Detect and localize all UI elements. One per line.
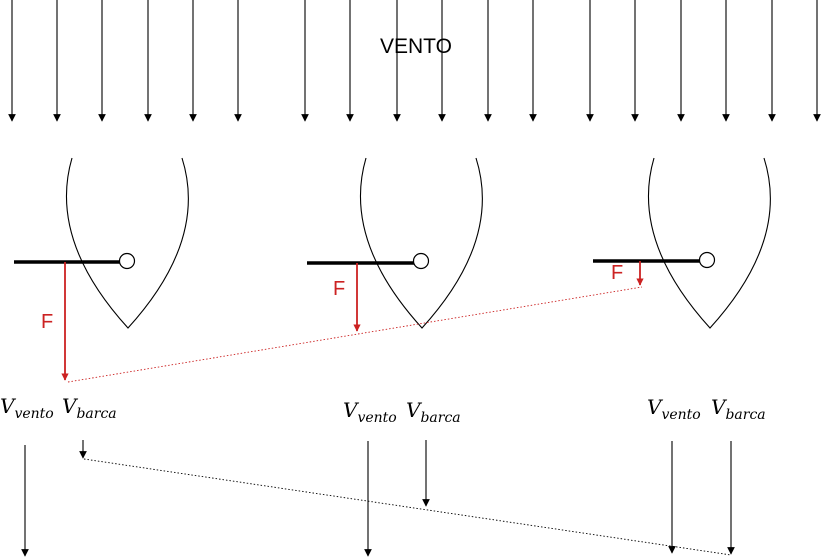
boat-speed-label: Vbarca xyxy=(711,395,766,423)
boat-1: F xyxy=(14,157,189,381)
mast xyxy=(412,252,430,270)
boat-hull xyxy=(359,157,483,329)
force-label: F xyxy=(333,278,345,300)
wind-arrows xyxy=(8,0,821,122)
wind-speed-label: Vvento xyxy=(343,398,397,426)
wind-speed-label: Vvento xyxy=(647,395,701,423)
boat-speed-label: Vbarca xyxy=(406,398,461,426)
boat-hull xyxy=(65,157,189,329)
mast xyxy=(698,251,716,269)
wind-speed-label: Vvento xyxy=(0,394,54,422)
boat-speed-label: Vbarca xyxy=(62,394,117,422)
speed-labels-3: Vvento Vbarca xyxy=(647,395,766,423)
boat-hull xyxy=(647,157,771,329)
force-trend-line xyxy=(67,286,643,383)
speed-labels-1: Vvento Vbarca xyxy=(0,394,117,422)
wind-label: VENTO xyxy=(380,35,452,58)
boat-2: F xyxy=(307,157,483,332)
boat-3: F xyxy=(593,157,771,329)
mast xyxy=(118,252,136,270)
force-label: F xyxy=(611,262,623,284)
boat-speed-trend-line xyxy=(83,458,732,556)
speed-labels-2: Vvento Vbarca xyxy=(343,398,461,426)
force-label: F xyxy=(41,311,53,333)
